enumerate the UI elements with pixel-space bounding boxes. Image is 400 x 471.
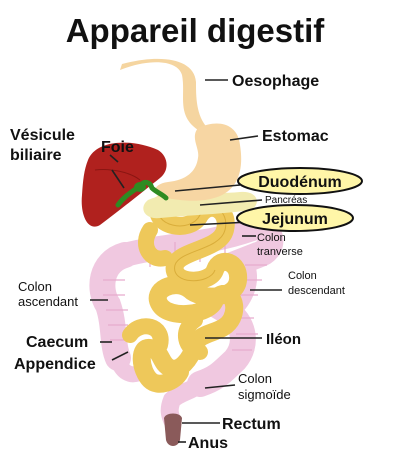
duodenum-highlight bbox=[237, 167, 363, 195]
label-colon-ascendant-line1: Colon bbox=[18, 279, 52, 294]
colon-organ bbox=[89, 212, 284, 429]
label-colon-descendant-line1: Colon bbox=[288, 270, 317, 282]
label-appendice: Appendice bbox=[14, 356, 96, 373]
label-pancreas: Pancréas bbox=[265, 195, 307, 206]
label-colon-tranverse-line2: tranverse bbox=[257, 246, 303, 258]
label-colon-ascendant-line2: ascendant bbox=[18, 294, 78, 309]
label-vesicule-line1: Vésicule bbox=[10, 127, 75, 144]
gallbladder-sac bbox=[134, 182, 146, 192]
gallbladder-organ bbox=[115, 179, 169, 208]
label-estomac: Estomac bbox=[262, 128, 329, 145]
label-colon-descendant-line2: descendant bbox=[288, 285, 345, 297]
rectum-organ bbox=[164, 413, 182, 446]
leader-lines bbox=[90, 79, 282, 443]
small-intestine-organ bbox=[122, 196, 248, 393]
label-colon-tranverse-line1: Colon bbox=[257, 232, 286, 244]
label-rectum: Rectum bbox=[222, 416, 281, 433]
liver-organ bbox=[81, 142, 167, 227]
label-caecum: Caecum bbox=[26, 334, 88, 351]
stomach-organ bbox=[154, 123, 242, 201]
label-colon-sigmoide-line2: sigmoïde bbox=[238, 387, 291, 402]
label-duodenum: Duodénum bbox=[258, 174, 342, 191]
jejunum-highlight bbox=[236, 204, 354, 232]
label-vesicule-line2: biliaire bbox=[10, 147, 62, 164]
label-oesophage: Oesophage bbox=[232, 73, 319, 90]
label-anus: Anus bbox=[188, 435, 228, 452]
diagram-title: Appareil digestif bbox=[66, 12, 326, 49]
oesophagus-organ bbox=[120, 58, 212, 133]
label-ileon: Iléon bbox=[266, 331, 301, 348]
label-foie: Foie bbox=[101, 139, 134, 156]
label-jejunum: Jejunum bbox=[262, 211, 328, 228]
label-colon-sigmoide-line1: Colon bbox=[238, 371, 272, 386]
